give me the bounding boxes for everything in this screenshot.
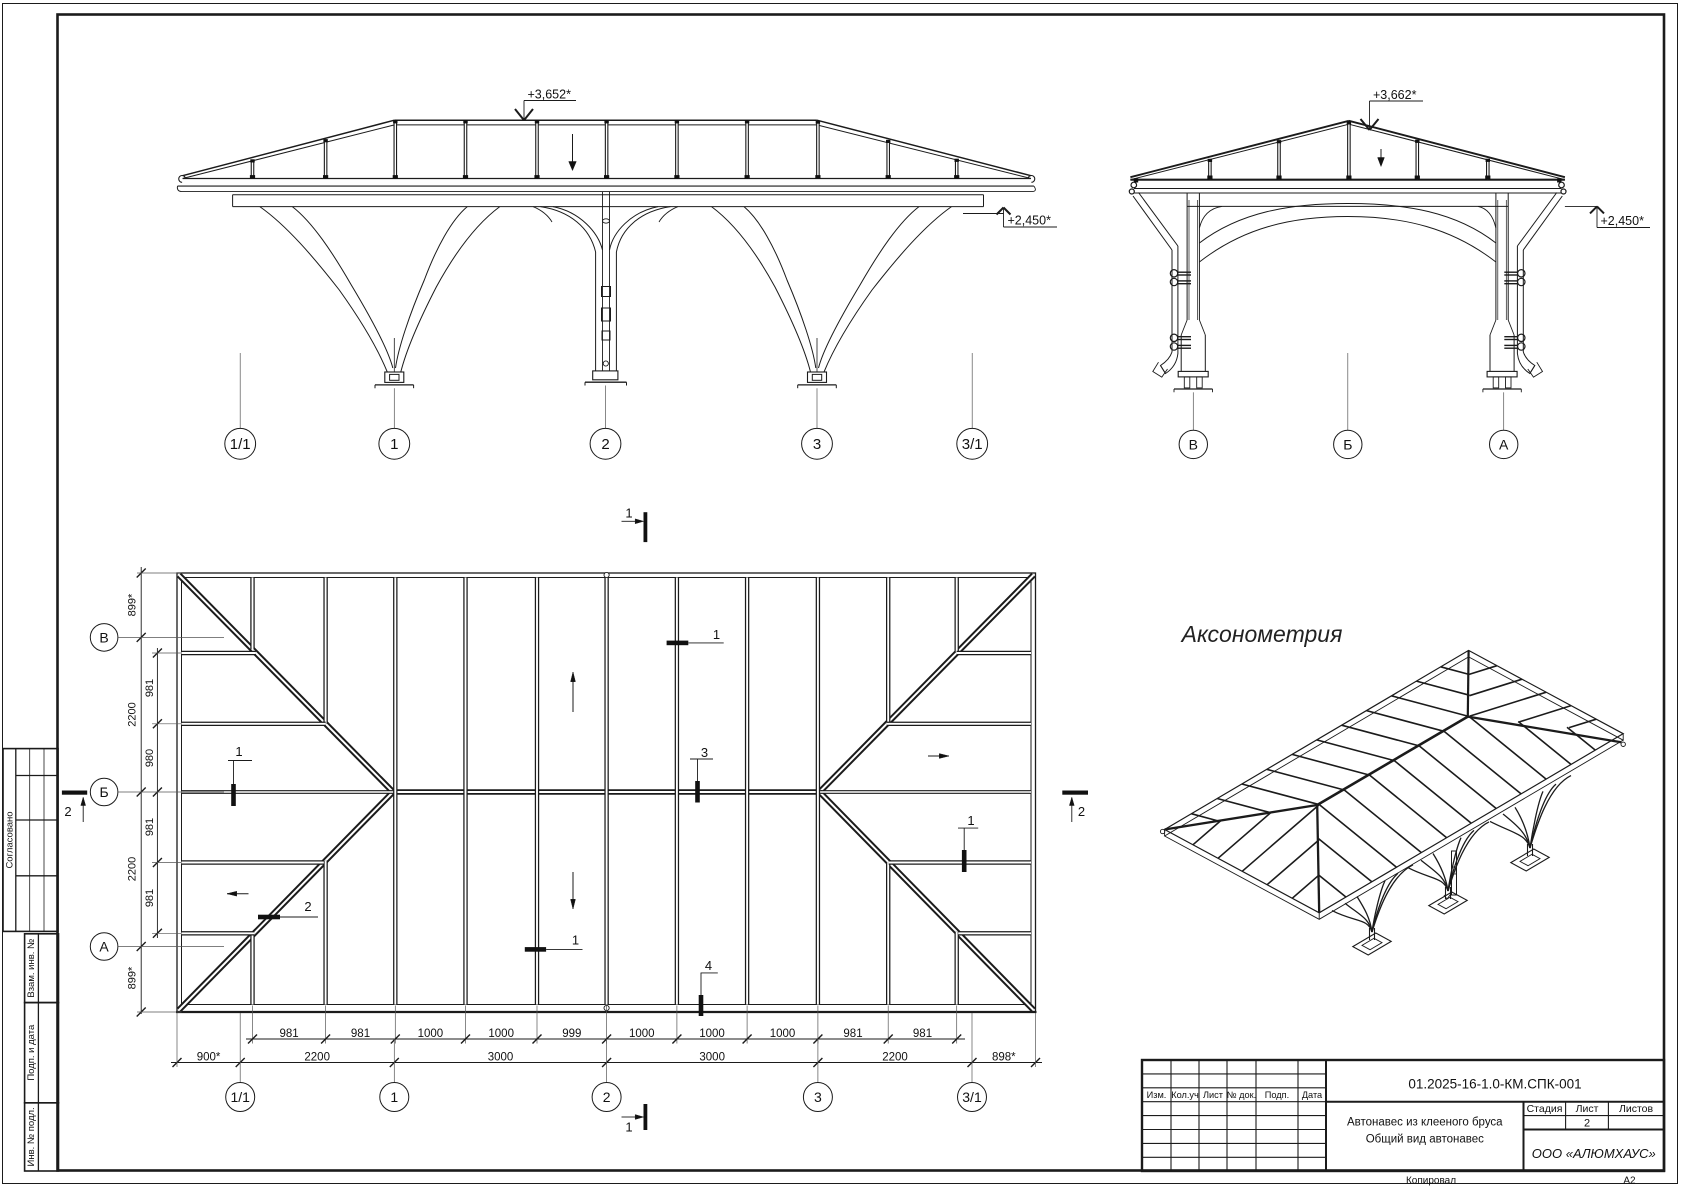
svg-text:4: 4: [705, 958, 712, 973]
svg-text:1: 1: [235, 744, 242, 759]
svg-text:Стадия: Стадия: [1527, 1103, 1563, 1115]
svg-text:2200: 2200: [304, 1052, 330, 1064]
svg-text:Б: Б: [1343, 436, 1352, 452]
svg-text:Общий вид автонавес: Общий вид автонавес: [1366, 1134, 1484, 1146]
svg-text:Кол.уч: Кол.уч: [1171, 1090, 1199, 1100]
svg-text:1000: 1000: [699, 1028, 725, 1040]
svg-text:981: 981: [280, 1028, 299, 1040]
svg-text:3000: 3000: [699, 1052, 725, 1064]
svg-text:981: 981: [913, 1028, 932, 1040]
svg-text:1000: 1000: [770, 1028, 796, 1040]
svg-text:2: 2: [601, 436, 609, 453]
svg-text:А: А: [99, 938, 109, 954]
svg-text:1: 1: [713, 627, 720, 642]
svg-text:1: 1: [390, 1089, 398, 1105]
svg-text:Копировал: Копировал: [1406, 1176, 1456, 1186]
svg-text:1: 1: [625, 506, 632, 521]
svg-text:981: 981: [144, 889, 156, 907]
svg-text:2: 2: [1078, 804, 1085, 819]
svg-text:Подп.: Подп.: [1265, 1090, 1289, 1100]
svg-text:1000: 1000: [629, 1028, 655, 1040]
svg-text:1: 1: [967, 813, 974, 828]
svg-text:А: А: [1499, 436, 1509, 452]
svg-text:2: 2: [64, 804, 71, 819]
svg-text:1: 1: [625, 1120, 632, 1135]
svg-text:981: 981: [351, 1028, 370, 1040]
svg-text:1: 1: [390, 436, 398, 453]
svg-text:3: 3: [813, 436, 821, 453]
svg-text:3/1: 3/1: [962, 436, 983, 453]
svg-text:2: 2: [603, 1089, 611, 1105]
svg-text:899*: 899*: [127, 966, 139, 989]
svg-text:1/1: 1/1: [230, 1089, 250, 1105]
svg-text:900*: 900*: [197, 1052, 221, 1064]
svg-text:+3,652*: +3,652*: [528, 88, 572, 102]
svg-text:А2: А2: [1623, 1176, 1636, 1186]
svg-text:1/1: 1/1: [230, 436, 251, 453]
svg-text:1: 1: [572, 933, 579, 948]
svg-text:01.2025-16-1.0-КМ.СПК-001: 01.2025-16-1.0-КМ.СПК-001: [1408, 1077, 1581, 1092]
svg-text:Инв. № подл.: Инв. № подл.: [26, 1107, 37, 1166]
svg-text:2: 2: [1584, 1118, 1590, 1130]
svg-text:В: В: [99, 629, 108, 645]
svg-text:Взам. инв. №: Взам. инв. №: [26, 939, 37, 998]
svg-text:2: 2: [304, 899, 311, 914]
svg-text:898*: 898*: [992, 1052, 1016, 1064]
svg-text:Дата: Дата: [1302, 1090, 1323, 1100]
svg-text:1000: 1000: [418, 1028, 444, 1040]
svg-text:981: 981: [843, 1028, 862, 1040]
svg-text:2200: 2200: [127, 857, 139, 881]
svg-text:2200: 2200: [127, 702, 139, 726]
svg-text:999: 999: [562, 1028, 581, 1040]
svg-text:В: В: [1189, 436, 1198, 452]
svg-text:Б: Б: [100, 784, 109, 800]
svg-text:3/1: 3/1: [962, 1089, 982, 1105]
svg-text:Автонавес из клееного бруса: Автонавес из клееного бруса: [1347, 1117, 1503, 1129]
svg-text:+3,662*: +3,662*: [1373, 88, 1417, 102]
svg-text:Лист: Лист: [1203, 1090, 1224, 1100]
svg-text:Лист: Лист: [1576, 1103, 1599, 1115]
svg-text:+2,450*: +2,450*: [1601, 214, 1645, 228]
svg-text:3000: 3000: [488, 1052, 514, 1064]
svg-text:Подп. и дата: Подп. и дата: [26, 1024, 37, 1081]
svg-text:+2,450*: +2,450*: [1008, 214, 1052, 228]
svg-text:Аксонометрия: Аксонометрия: [1180, 621, 1343, 647]
svg-text:981: 981: [144, 818, 156, 836]
svg-text:Согласовано: Согласовано: [5, 811, 16, 868]
svg-text:981: 981: [144, 679, 156, 697]
svg-text:899*: 899*: [127, 593, 139, 616]
svg-text:3: 3: [701, 745, 708, 760]
svg-text:2200: 2200: [882, 1052, 908, 1064]
svg-text:1000: 1000: [488, 1028, 514, 1040]
svg-text:ООО «АЛЮМХАУС»: ООО «АЛЮМХАУС»: [1532, 1146, 1656, 1161]
svg-text:980: 980: [144, 749, 156, 767]
svg-text:Изм.: Изм.: [1147, 1090, 1167, 1100]
svg-text:Листов: Листов: [1619, 1103, 1654, 1115]
svg-text:№ док.: № док.: [1227, 1090, 1256, 1100]
svg-text:3: 3: [814, 1089, 822, 1105]
